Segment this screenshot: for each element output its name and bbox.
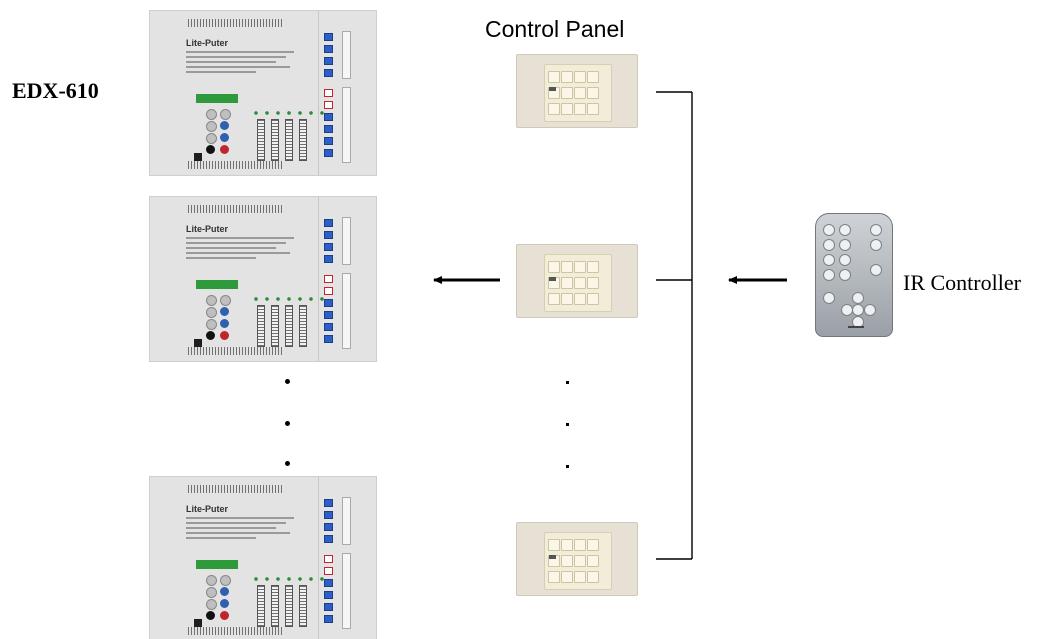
vent-stripe [188,627,284,635]
vent-stripe [188,347,284,355]
vent-stripe [188,205,284,213]
control-panel-3 [516,522,638,596]
dimmer-pack-2: Lite-Puter [149,196,377,362]
vertical-ellipsis-icon [285,379,290,384]
dimmer-pack-1: Lite-Puter [149,10,377,176]
dimmer-pack-3: Lite-Puter [149,476,377,639]
ir-controller-label: IR Controller [903,270,1021,295]
lcd-display [196,280,238,289]
lcd-display [196,94,238,103]
edx-model-label: EDX-610 [12,78,99,103]
lcd-display [196,560,238,569]
vent-stripe [188,161,284,169]
channel-leds [254,577,324,581]
vertical-ellipsis-icon [566,381,569,384]
vent-stripe [188,19,284,27]
rj45-port [194,339,202,347]
brand-logo: Lite-Puter [186,224,229,234]
rj45-port [194,153,202,161]
vertical-ellipsis-icon [285,461,290,466]
ir-remote-icon [815,213,893,337]
control-panel-label: Control Panel [485,16,625,42]
rj45-port [194,619,202,627]
vent-stripe [188,485,284,493]
channel-leds [254,111,324,115]
brand-logo: Lite-Puter [186,38,229,48]
vertical-ellipsis-icon [285,421,290,426]
control-panel-1 [516,54,638,128]
channel-leds [254,297,324,301]
control-panel-2 [516,244,638,318]
vertical-ellipsis-icon [566,465,569,468]
vertical-ellipsis-icon [566,423,569,426]
brand-logo: Lite-Puter [186,504,229,514]
